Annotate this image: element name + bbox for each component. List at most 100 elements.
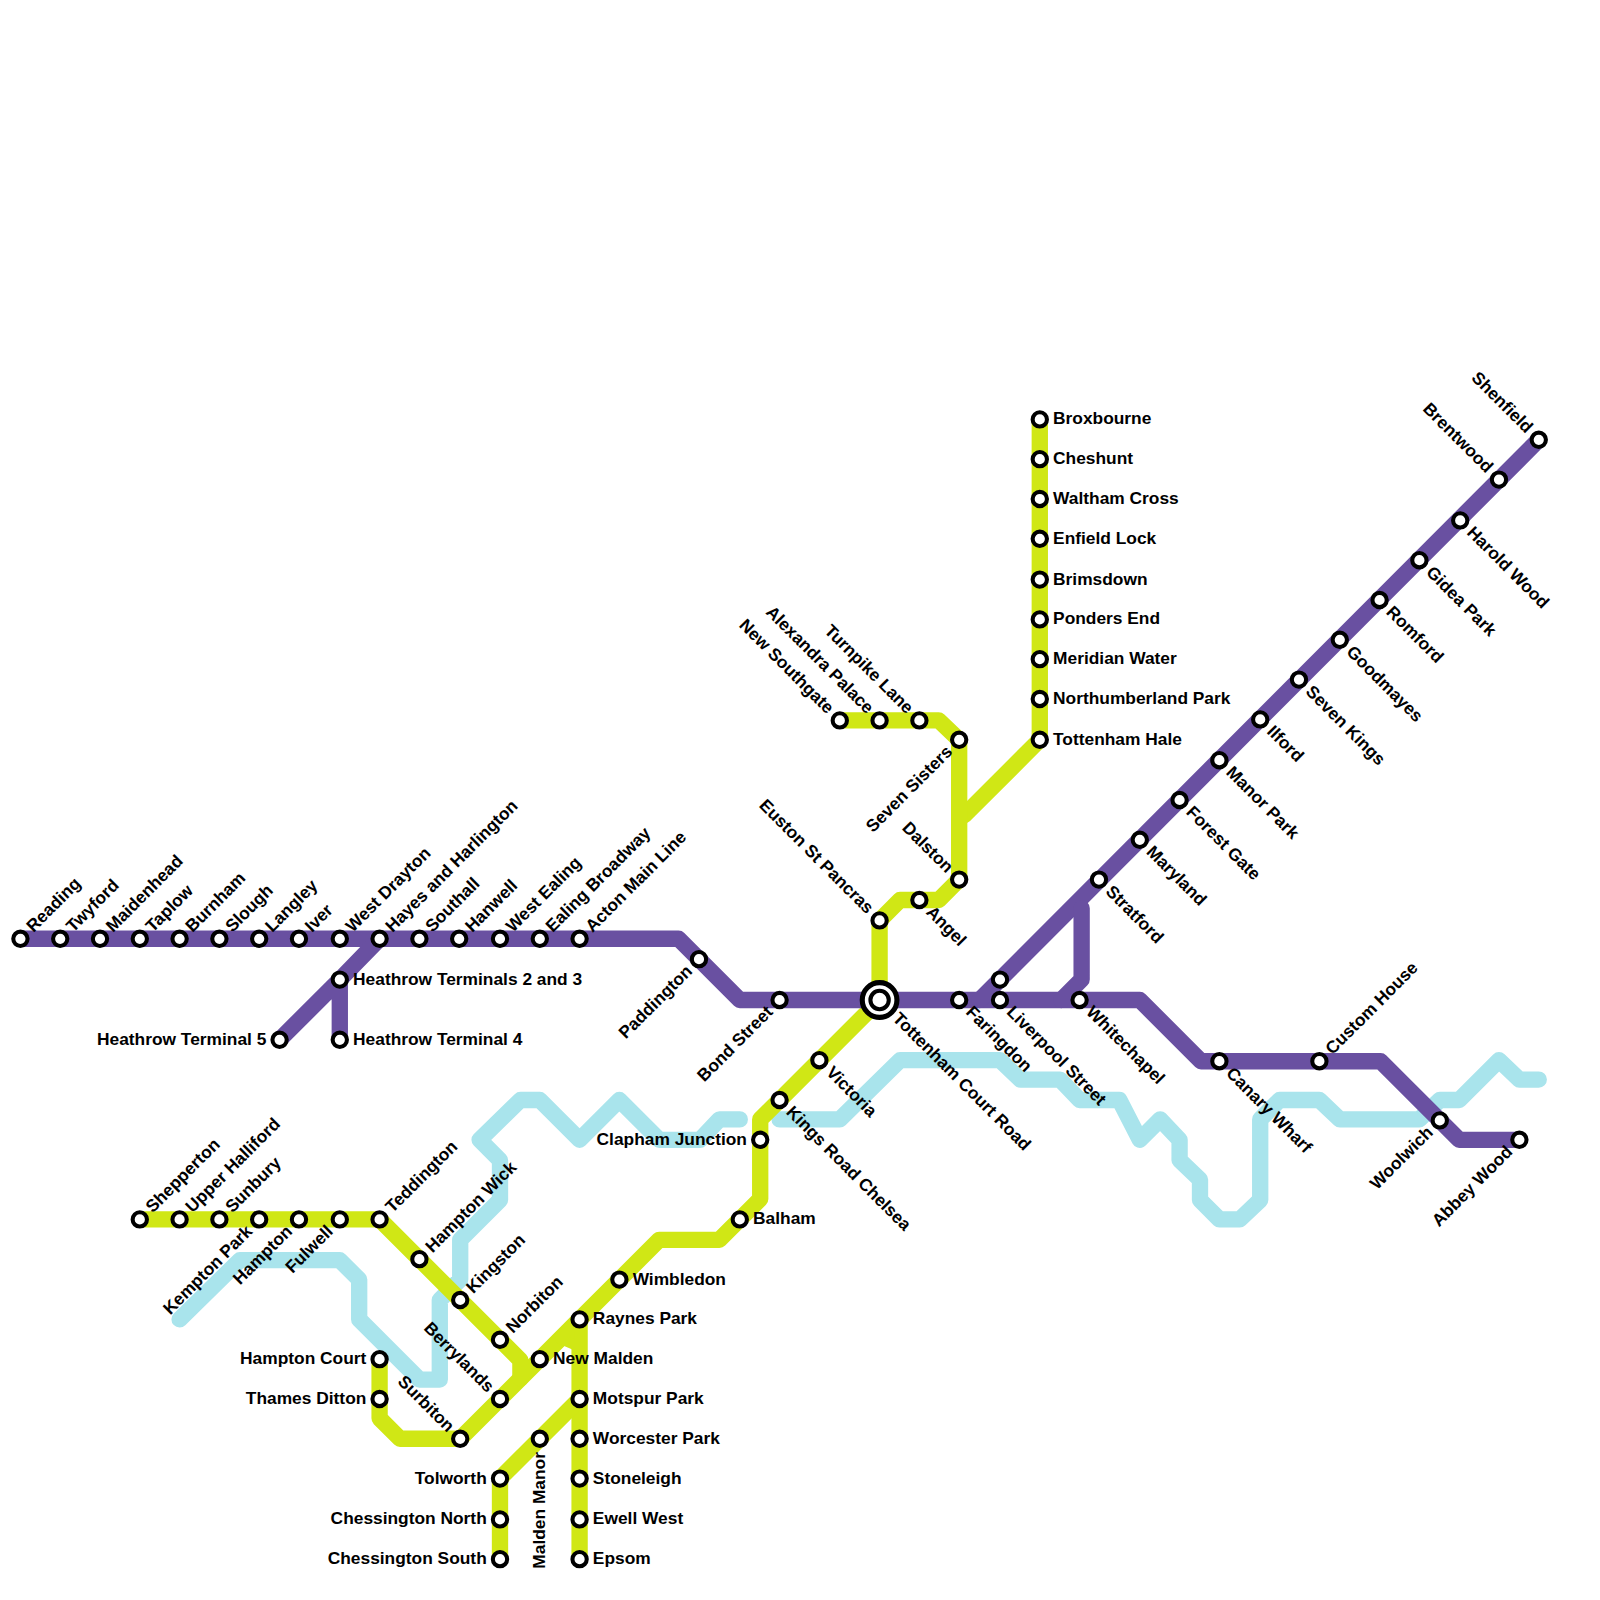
- station-name: Ewell West: [593, 1509, 683, 1529]
- station-marker: [612, 1272, 626, 1286]
- station-name: Tottenham Hale: [1053, 730, 1182, 750]
- green-line: [140, 419, 1040, 1559]
- station-name: Heathrow Terminal 4: [353, 1030, 522, 1050]
- station-marker: [812, 1053, 826, 1067]
- station-name: Kingston: [462, 1230, 530, 1298]
- station-marker: [93, 932, 107, 946]
- station-marker: [533, 1432, 547, 1446]
- station-marker: [952, 733, 966, 747]
- station-name: Tolworth: [415, 1468, 487, 1488]
- station-name: Meridian Water: [1053, 649, 1177, 669]
- station-marker: [1212, 753, 1226, 767]
- station-name: Teddington: [382, 1137, 462, 1217]
- station-name: Romford: [1382, 602, 1448, 668]
- station-name: Worcester Park: [593, 1429, 720, 1449]
- station-marker: [1033, 692, 1047, 706]
- station-marker: [1532, 433, 1546, 447]
- station-name: Euston St Pancras: [755, 795, 878, 918]
- station-marker: [493, 1333, 507, 1347]
- station-marker: [572, 1471, 586, 1485]
- station-marker: [1512, 1133, 1526, 1147]
- station-marker: [493, 932, 507, 946]
- purple-line: [20, 440, 1538, 1140]
- station-name: Thames Ditton: [246, 1389, 366, 1409]
- station-marker: [292, 1212, 306, 1226]
- station-name: Raynes Park: [593, 1309, 697, 1329]
- station-marker: [1292, 672, 1306, 686]
- station-name: Dalston: [898, 818, 957, 877]
- station-marker: [372, 1352, 386, 1366]
- station-name: Goodmayes: [1342, 642, 1427, 727]
- station-name: Chessington North: [331, 1509, 487, 1529]
- station-marker: [372, 1392, 386, 1406]
- station-name: Hampton Court: [240, 1349, 366, 1369]
- station-marker: [1253, 712, 1267, 726]
- station-name: Brimsdown: [1053, 569, 1147, 589]
- station-name: Chessington South: [328, 1549, 487, 1569]
- station-marker: [1033, 532, 1047, 546]
- station-name: Balham: [753, 1209, 816, 1229]
- station-name: Abbey Wood: [1428, 1142, 1517, 1231]
- station-marker: [292, 932, 306, 946]
- station-marker: [13, 932, 27, 946]
- station-marker: [733, 1212, 747, 1226]
- station-name: Waltham Cross: [1053, 489, 1179, 509]
- station-marker: [833, 713, 847, 727]
- station-name: Bond Street: [693, 1002, 777, 1086]
- station-marker: [753, 1133, 767, 1147]
- station-marker: [452, 932, 466, 946]
- station-marker: [1033, 572, 1047, 586]
- station-marker: [412, 932, 426, 946]
- station-marker: [1172, 793, 1186, 807]
- station-marker: [1492, 472, 1506, 486]
- station-marker: [53, 932, 67, 946]
- station-marker: [572, 1552, 586, 1566]
- station-marker: [912, 893, 926, 907]
- station-marker: [372, 932, 386, 946]
- station-marker: [412, 1252, 426, 1266]
- station-name: Malden Manor: [530, 1452, 550, 1569]
- station-marker: [952, 872, 966, 886]
- station-marker: [572, 1432, 586, 1446]
- station-name: Ilford: [1262, 722, 1307, 767]
- station-marker: [872, 913, 886, 927]
- station-name: Custom House: [1322, 958, 1423, 1059]
- station-marker: [870, 991, 888, 1009]
- station-marker: [1212, 1054, 1226, 1068]
- station-name: Clapham Junction: [597, 1130, 747, 1150]
- station-marker: [993, 993, 1007, 1007]
- station-name: Heathrow Terminals 2 and 3: [353, 969, 582, 989]
- station-marker: [572, 932, 586, 946]
- station-marker: [333, 972, 347, 986]
- station-marker: [1372, 593, 1386, 607]
- station-marker: [212, 932, 226, 946]
- station-name: Norbiton: [502, 1272, 568, 1338]
- station-marker: [1033, 452, 1047, 466]
- station-name: Broxbourne: [1053, 409, 1151, 429]
- station-marker: [252, 1212, 266, 1226]
- station-marker: [872, 713, 886, 727]
- station-marker: [1092, 872, 1106, 886]
- station-name: Harold Wood: [1462, 523, 1553, 614]
- station-marker: [772, 1093, 786, 1107]
- station-marker: [1433, 1113, 1447, 1127]
- station-marker: [1133, 833, 1147, 847]
- station-marker: [772, 993, 786, 1007]
- station-marker: [333, 932, 347, 946]
- station-marker: [453, 1293, 467, 1307]
- station-marker: [1333, 633, 1347, 647]
- station-name: Motspur Park: [593, 1389, 704, 1409]
- station-marker: [333, 1212, 347, 1226]
- station-name: Angel: [922, 902, 971, 951]
- station-name: Ponders End: [1053, 609, 1160, 629]
- station-name: Shenfield: [1467, 368, 1537, 438]
- station-marker: [372, 1212, 386, 1226]
- station-name: Epsom: [593, 1549, 651, 1569]
- station-name: Forest Gate: [1182, 802, 1265, 885]
- station-name: Maryland: [1142, 842, 1210, 910]
- station-marker: [493, 1392, 507, 1406]
- station-marker: [252, 932, 266, 946]
- station-marker: [493, 1552, 507, 1566]
- station-marker: [1033, 492, 1047, 506]
